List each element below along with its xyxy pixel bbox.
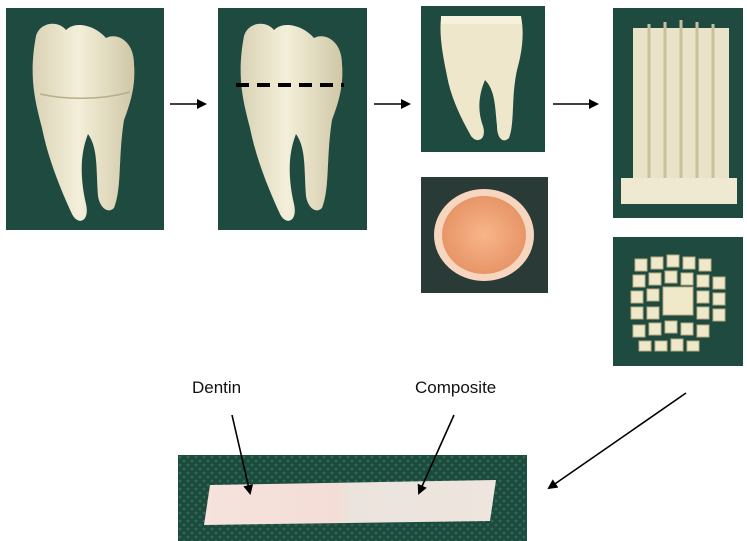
- sticks-top-view-photo: [613, 237, 743, 366]
- specimen-stick-photo: [178, 455, 527, 541]
- marked-molar-photo: [218, 8, 367, 230]
- arrow-to-specimen: [549, 393, 686, 488]
- occlusal-surface-photo: [421, 177, 548, 293]
- sectioned-slabs-photo: [613, 8, 743, 218]
- dentin-label: Dentin: [192, 378, 241, 398]
- composite-label: Composite: [415, 378, 496, 398]
- intact-molar-photo: [6, 8, 164, 230]
- crown-removed-photo: [421, 6, 545, 152]
